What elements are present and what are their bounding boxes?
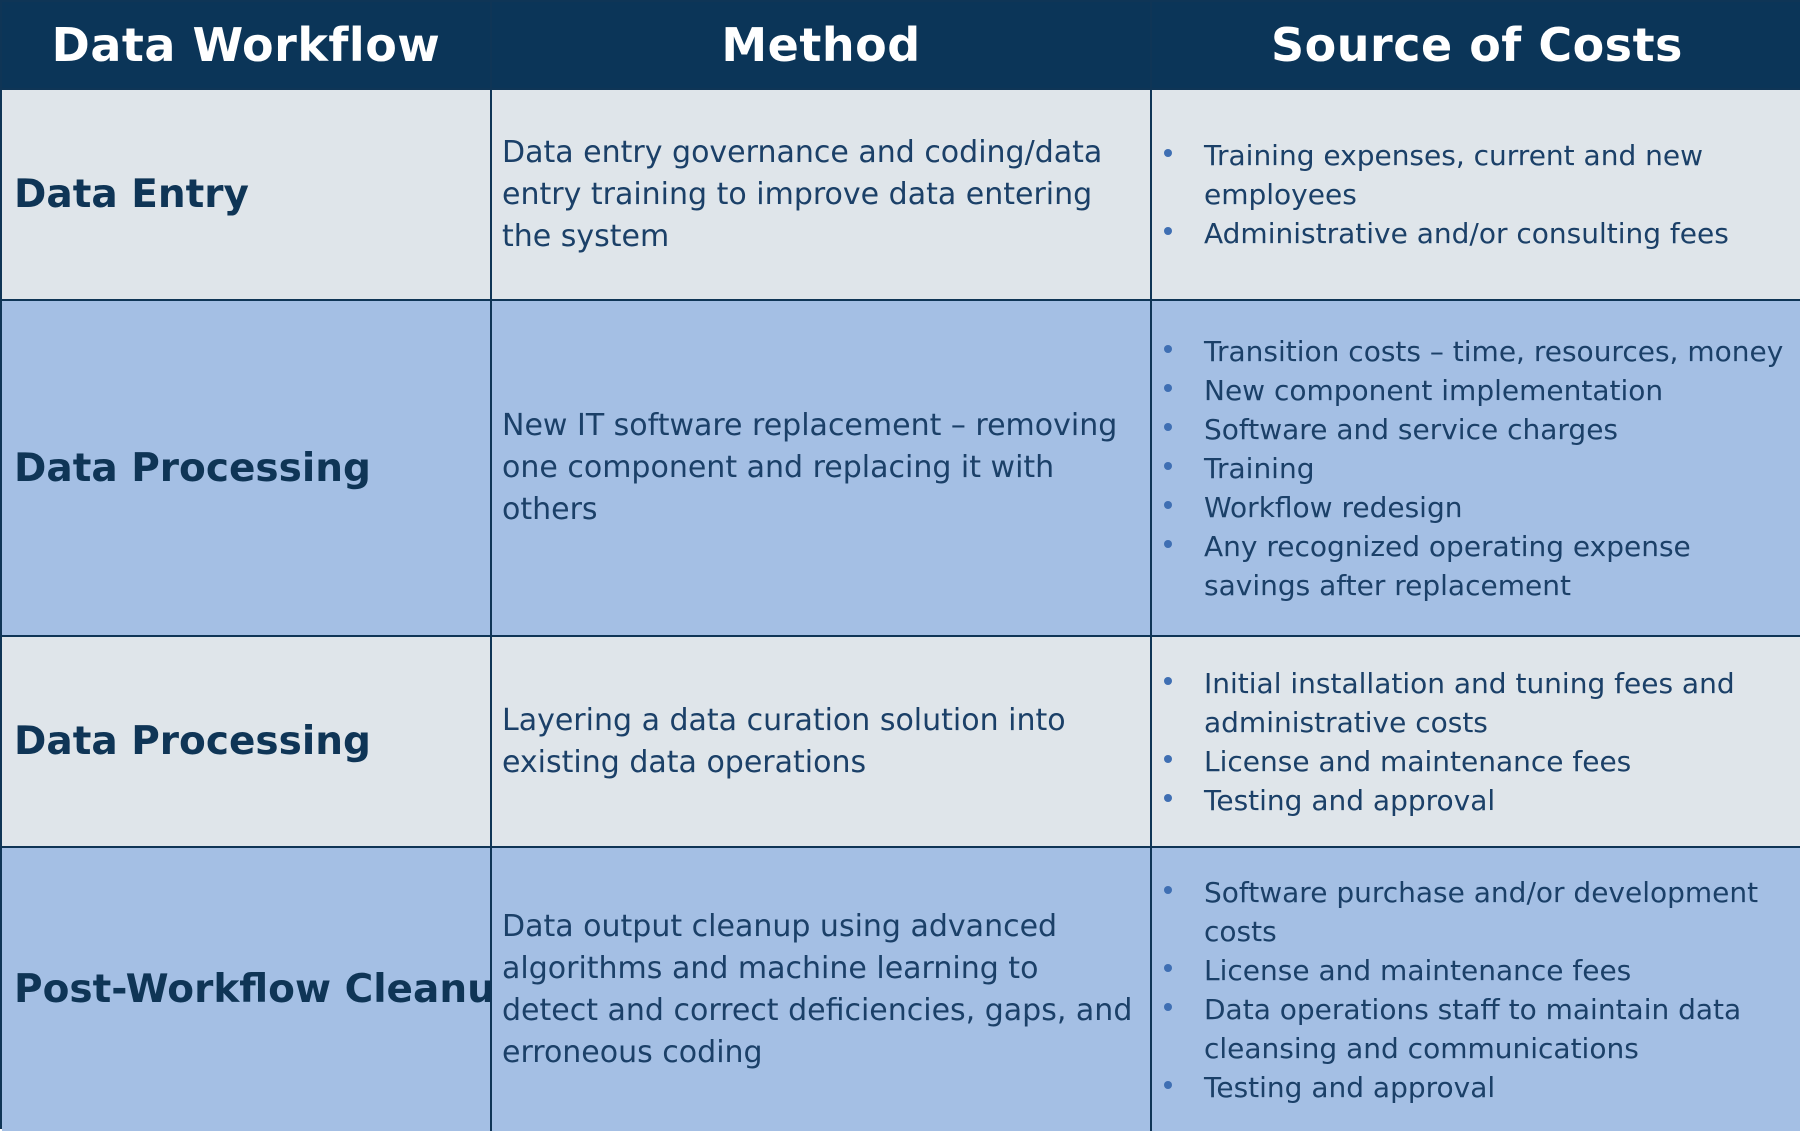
list-item: Transition costs – time, resources, mone… <box>1164 332 1788 371</box>
row-3-costs-list: Initial installation and tuning fees and… <box>1164 664 1788 820</box>
bullet-icon <box>1164 793 1172 802</box>
row-2-workflow: Data Processing <box>2 301 492 637</box>
bullet-icon <box>1164 344 1172 353</box>
list-item: Data operations staff to maintain data c… <box>1164 990 1788 1068</box>
bullet-icon <box>1164 885 1172 894</box>
header-source-of-costs: Source of Costs <box>1152 2 1800 90</box>
list-item: Administrative and/or consulting fees <box>1164 214 1788 253</box>
row-2-costs-list: Transition costs – time, resources, mone… <box>1164 332 1788 605</box>
bullet-icon <box>1164 461 1172 470</box>
row-1-workflow: Data Entry <box>2 90 492 301</box>
bullet-icon <box>1164 1080 1172 1089</box>
row-1-method-text: Data entry governance and coding/data en… <box>502 134 1103 254</box>
list-item: Software purchase and/or development cos… <box>1164 873 1788 951</box>
header-method: Method <box>492 2 1152 90</box>
list-item: Initial installation and tuning fees and… <box>1164 664 1788 742</box>
cost-text: Workflow redesign <box>1204 490 1463 524</box>
bullet-icon <box>1164 539 1172 548</box>
row-4-workflow: Post-Workflow Cleanup <box>2 848 492 1131</box>
row-1-method: Data entry governance and coding/data en… <box>492 90 1152 301</box>
cost-text: Testing and approval <box>1204 783 1496 817</box>
cost-text: Software purchase and/or development cos… <box>1204 875 1759 948</box>
bullet-icon <box>1164 963 1172 972</box>
bullet-icon <box>1164 676 1172 685</box>
bullet-icon <box>1164 383 1172 392</box>
list-item: Software and service charges <box>1164 410 1788 449</box>
cost-text: Transition costs – time, resources, mone… <box>1204 334 1784 368</box>
row-3-costs: Initial installation and tuning fees and… <box>1152 637 1800 848</box>
row-3-workflow: Data Processing <box>2 637 492 848</box>
cost-text: Data operations staff to maintain data c… <box>1204 992 1742 1065</box>
list-item: License and maintenance fees <box>1164 951 1788 990</box>
list-item: License and maintenance fees <box>1164 742 1788 781</box>
bullet-icon <box>1164 422 1172 431</box>
list-item: Testing and approval <box>1164 1068 1788 1107</box>
header-data-workflow: Data Workflow <box>2 2 492 90</box>
row-4-costs: Software purchase and/or development cos… <box>1152 848 1800 1131</box>
row-3-method: Layering a data curation solution into e… <box>492 637 1152 848</box>
cost-text: Any recognized operating expense savings… <box>1204 529 1691 602</box>
row-2-method: New IT software replacement – removing o… <box>492 301 1152 637</box>
cost-text: License and maintenance fees <box>1204 744 1632 778</box>
list-item: Workflow redesign <box>1164 488 1788 527</box>
list-item: Testing and approval <box>1164 781 1788 820</box>
cost-text: License and maintenance fees <box>1204 953 1632 987</box>
row-4-method: Data output cleanup using advanced algor… <box>492 848 1152 1131</box>
list-item: New component implementation <box>1164 371 1788 410</box>
bullet-icon <box>1164 754 1172 763</box>
cost-text: Software and service charges <box>1204 412 1619 446</box>
list-item: Any recognized operating expense savings… <box>1164 527 1788 605</box>
bullet-icon <box>1164 227 1172 235</box>
cost-text: Testing and approval <box>1204 1070 1496 1104</box>
row-2-method-text: New IT software replacement – removing o… <box>502 408 1118 527</box>
list-item: Training expenses, current and new emplo… <box>1164 136 1788 214</box>
row-2-costs: Transition costs – time, resources, mone… <box>1152 301 1800 637</box>
cost-text: Administrative and/or consulting fees <box>1204 217 1729 250</box>
row-4-costs-list: Software purchase and/or development cos… <box>1164 873 1788 1107</box>
cost-text: New component implementation <box>1204 373 1664 407</box>
row-4-method-text: Data output cleanup using advanced algor… <box>502 908 1133 1070</box>
bullet-icon <box>1164 149 1172 157</box>
row-3-method-text: Layering a data curation solution into e… <box>502 702 1066 780</box>
bullet-icon <box>1164 500 1172 509</box>
row-1-costs-list: Training expenses, current and new emplo… <box>1164 136 1788 253</box>
cost-text: Training expenses, current and new emplo… <box>1204 139 1703 211</box>
bullet-icon <box>1164 1002 1172 1011</box>
cost-text: Initial installation and tuning fees and… <box>1204 666 1735 739</box>
row-1-costs: Training expenses, current and new emplo… <box>1152 90 1800 301</box>
cost-text: Training <box>1204 451 1315 485</box>
list-item: Training <box>1164 449 1788 488</box>
